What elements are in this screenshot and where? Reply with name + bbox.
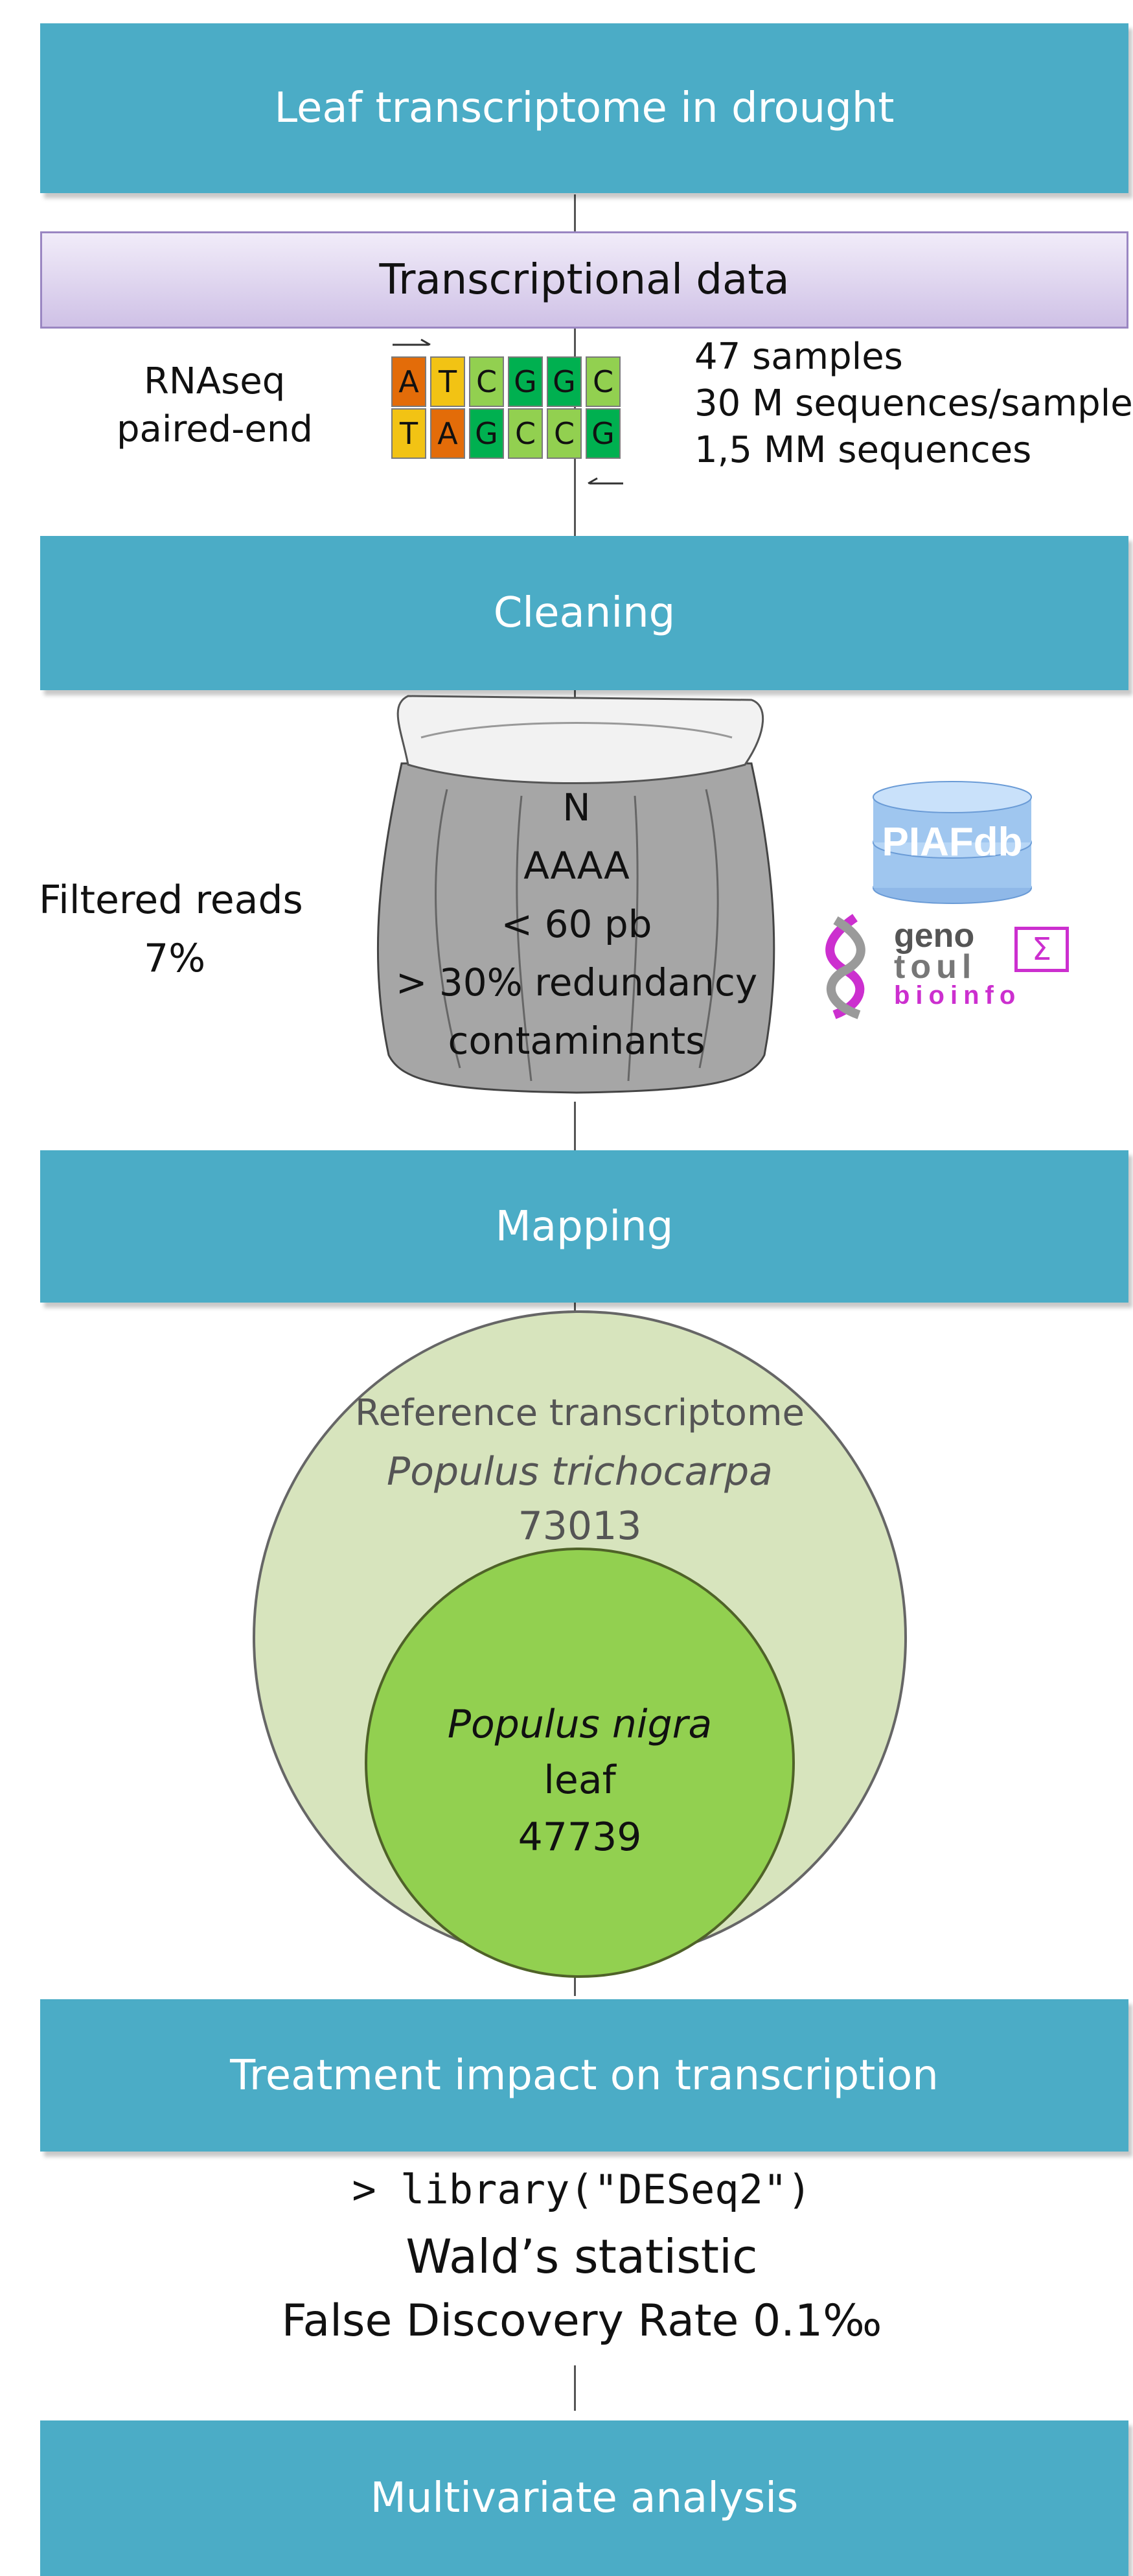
bag-line-polya: AAAA	[523, 844, 630, 888]
nucleotide-cell: A	[391, 356, 426, 407]
filtered-reads-label: Filtered reads	[39, 877, 303, 923]
dna-helix-icon	[825, 914, 865, 1019]
stage-cleaning: Cleaning	[40, 536, 1128, 690]
nucleotide-cell: T	[391, 408, 426, 459]
transcriptional-data-title: Transcriptional data	[379, 256, 790, 304]
nucleotide-cell: G	[547, 356, 582, 407]
stage-leaf-transcriptome: Leaf transcriptome in drought	[40, 23, 1128, 193]
stage-label: Leaf transcriptome in drought	[274, 84, 895, 132]
bag-line-contaminants: contaminants	[448, 1019, 705, 1063]
nucleotide-cell: T	[430, 356, 465, 407]
reference-transcriptome-label: Reference transcriptome	[355, 1392, 805, 1434]
stage-treatment-impact: Treatment impact on transcription	[40, 1999, 1128, 2152]
fdr-label: False Discovery Rate 0.1‰	[281, 2295, 882, 2347]
nucleotide-cell: G	[508, 356, 543, 407]
piafdb-label: PIAFdb	[882, 820, 1023, 864]
samples-count: 47 samples	[694, 336, 903, 378]
populus-nigra-label: Populus nigra	[447, 1702, 713, 1747]
nucleotide-cell: G	[469, 408, 504, 459]
stage-label: Treatment impact on transcription	[230, 2051, 939, 2100]
filtered-reads-percent: 7%	[144, 936, 206, 981]
populus-trichocarpa-label: Populus trichocarpa	[387, 1449, 773, 1494]
bag-line-length: < 60 pb	[501, 902, 652, 946]
stage-label: Cleaning	[493, 589, 676, 637]
stage-mapping: Mapping	[40, 1150, 1128, 1303]
bioinfo-label: bioinfo	[894, 981, 1022, 1010]
trash-bag-icon	[376, 695, 775, 1094]
sigma-box-icon: Σ	[1014, 927, 1069, 972]
nucleotide-cell: G	[586, 408, 621, 459]
genotoul-bioinfo-logo: geno toul bioinfo Σ	[823, 914, 1082, 1024]
transcriptional-data-bar: Transcriptional data	[40, 231, 1128, 329]
connector-line	[574, 2365, 576, 2411]
geno-label: geno	[894, 917, 975, 955]
nucleotide-cell: C	[547, 408, 582, 459]
database-icon	[873, 781, 1032, 904]
sigma-glyph: Σ	[1031, 931, 1052, 968]
stage-label: Multivariate analysis	[370, 2474, 799, 2522]
sequences-per-sample: 30 M sequences/sample	[694, 382, 1133, 424]
nucleotide-cell: C	[469, 356, 504, 407]
populus-nigra-circle	[365, 1548, 795, 1978]
nucleotide-cell: C	[508, 408, 543, 459]
deseq2-code: > library("DESeq2")	[352, 2166, 812, 2213]
nucleotide-cell: C	[586, 356, 621, 407]
populus-nigra-count: 47739	[518, 1815, 642, 1860]
stage-multivariate-analysis: Multivariate analysis	[40, 2420, 1128, 2576]
reference-count: 73013	[518, 1503, 642, 1549]
bag-line-redundancy: > 30% redundancy	[395, 960, 758, 1004]
nucleotide-cell: A	[430, 408, 465, 459]
connector-line	[574, 194, 576, 231]
paired-end-label: paired-end	[117, 408, 313, 450]
connector-line	[574, 1102, 576, 1150]
toul-label: toul	[894, 948, 977, 986]
wald-statistic-label: Wald’s statistic	[406, 2229, 758, 2284]
rnaseq-label: RNAseq	[144, 360, 286, 402]
primer-arrows	[393, 338, 623, 485]
total-sequences: 1,5 MM sequences	[694, 429, 1032, 471]
piafdb-logo: PIAFdb	[868, 771, 1036, 907]
stage-label: Mapping	[495, 1202, 674, 1251]
transcriptome-venn-diagram	[253, 1310, 907, 1978]
leaf-label: leaf	[544, 1758, 616, 1803]
connector-line	[574, 1964, 576, 1996]
bag-line-n: N	[562, 785, 591, 830]
